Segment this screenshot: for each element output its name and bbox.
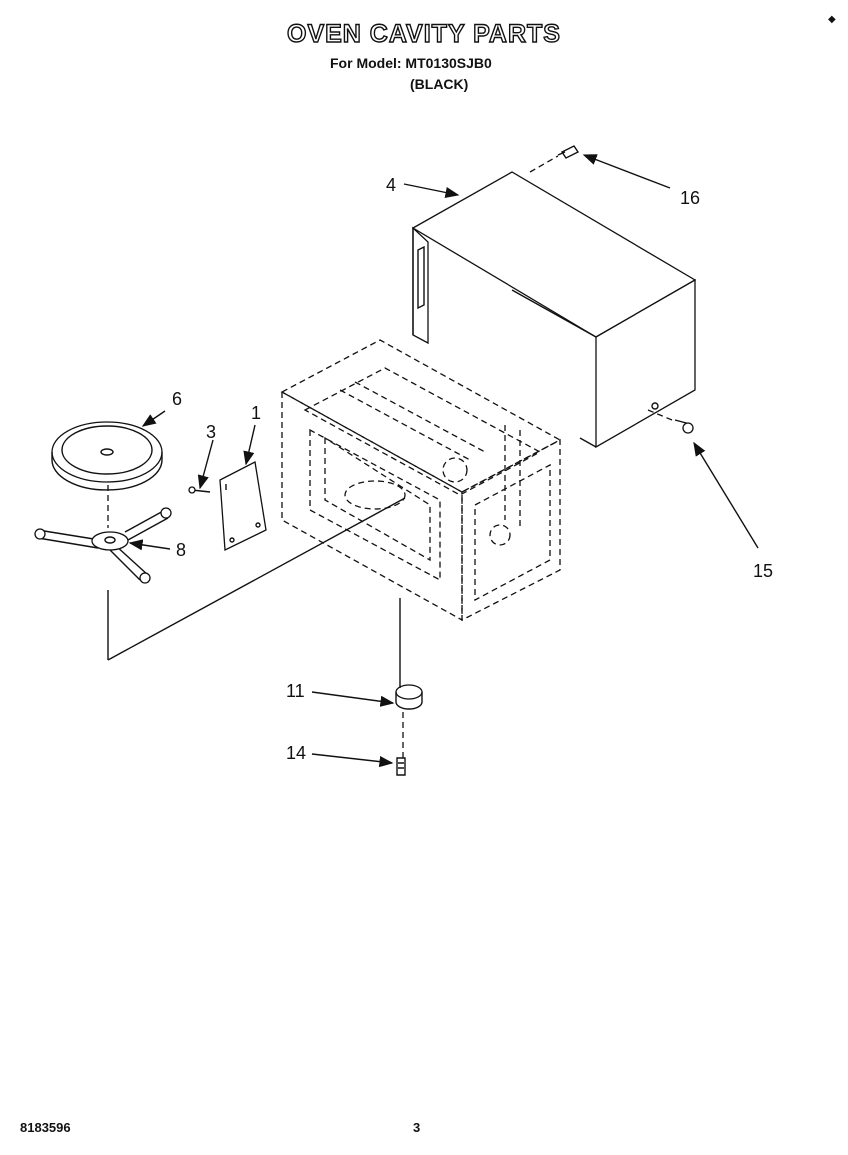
callout-14: 14 xyxy=(286,743,306,763)
callout-16: 16 xyxy=(680,188,700,208)
corner-mark: ◆ xyxy=(828,14,836,25)
glass-turntable-tray xyxy=(51,421,163,491)
callout-4: 4 xyxy=(386,175,396,195)
leader-arrows xyxy=(128,154,759,768)
oven-cavity-dashed xyxy=(280,339,562,622)
turntable-motor xyxy=(395,684,423,710)
motor-screw xyxy=(396,757,406,776)
waveguide-cover xyxy=(219,461,267,552)
callout-6: 6 xyxy=(172,389,182,409)
variant-label: (BLACK) xyxy=(410,76,469,92)
model-line: For Model: MT0130SJB0 xyxy=(330,55,492,71)
callout-11: 11 xyxy=(286,681,305,701)
assembly-lines xyxy=(107,155,673,758)
callout-8: 8 xyxy=(176,540,186,560)
roller-support xyxy=(34,507,172,584)
cover-screw xyxy=(188,486,211,494)
document-number: 8183596 xyxy=(20,1120,71,1135)
side-screw xyxy=(674,419,694,434)
outer-cabinet-wrapper xyxy=(411,171,697,449)
callout-1: 1 xyxy=(251,403,261,423)
top-screw xyxy=(557,145,580,159)
callout-3: 3 xyxy=(206,422,216,442)
callout-15: 15 xyxy=(753,561,773,581)
page-number: 3 xyxy=(413,1120,421,1135)
page-title: OVEN CAVITY PARTS xyxy=(286,19,561,48)
